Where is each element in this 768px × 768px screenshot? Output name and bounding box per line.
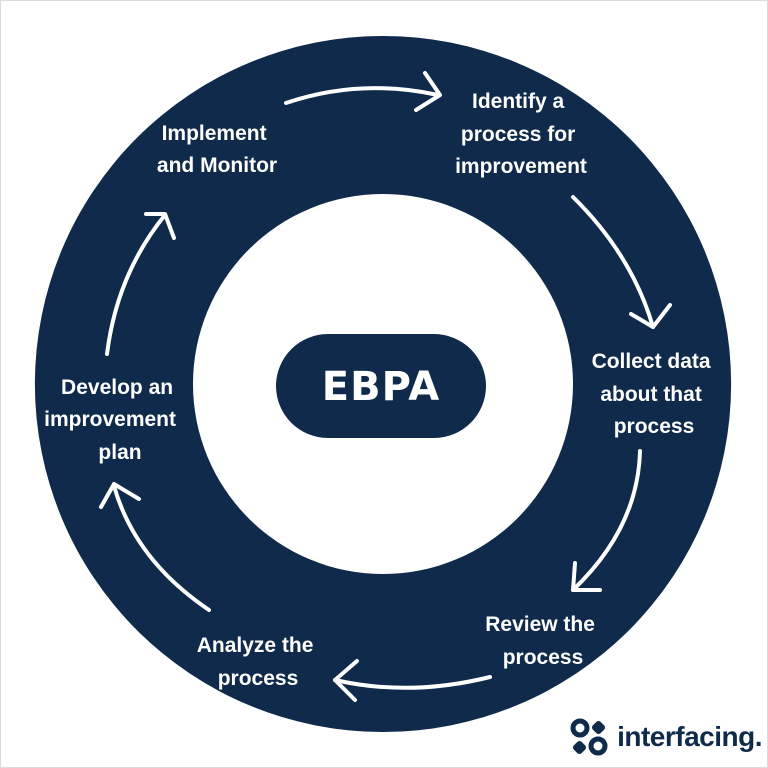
interfacing-logo: interfacing. bbox=[567, 716, 762, 758]
step-label-line: process for bbox=[461, 123, 575, 146]
step-label-line: plan bbox=[98, 441, 141, 464]
step-collect-label: Collect data about that process bbox=[592, 350, 717, 438]
arrow-collect-to-review bbox=[571, 449, 642, 592]
step-label-line: about that bbox=[600, 383, 701, 406]
step-develop-label: Develop an improvement plan bbox=[44, 376, 182, 464]
step-label-line: Collect data bbox=[592, 350, 711, 373]
center-label: EBPA bbox=[322, 364, 440, 410]
arrow-review-to-analyze bbox=[333, 659, 492, 702]
step-label-line: Implement bbox=[162, 122, 267, 145]
interfacing-logo-text: interfacing. bbox=[617, 721, 762, 752]
step-analyze-label: Analyze the process bbox=[197, 634, 320, 690]
step-label-line: Analyze the bbox=[197, 634, 314, 657]
step-review-label: Review the process bbox=[485, 613, 601, 669]
step-label-line: Identify a bbox=[472, 90, 565, 113]
cycle-ring bbox=[34, 35, 732, 733]
step-label-line: improvement bbox=[455, 155, 587, 178]
step-label-line: process bbox=[503, 646, 584, 669]
interfacing-logo-icon bbox=[570, 718, 608, 756]
step-label-line: and Monitor bbox=[157, 154, 277, 177]
arrow-implement-to-identify bbox=[284, 71, 442, 112]
arrow-analyze-to-develop bbox=[99, 482, 211, 612]
step-identify-label: Identify a process for improvement bbox=[455, 90, 587, 178]
center-pill bbox=[276, 334, 486, 438]
step-label-line: improvement bbox=[44, 408, 176, 431]
arrow-develop-to-implement bbox=[105, 212, 176, 356]
step-label-line: process bbox=[614, 415, 695, 438]
arrow-identify-to-collect bbox=[571, 195, 672, 329]
step-implement-label: Implement and Monitor bbox=[157, 122, 277, 177]
step-label-line: Review the bbox=[485, 613, 595, 636]
step-label-line: Develop an bbox=[61, 376, 173, 399]
step-label-line: process bbox=[218, 667, 299, 690]
